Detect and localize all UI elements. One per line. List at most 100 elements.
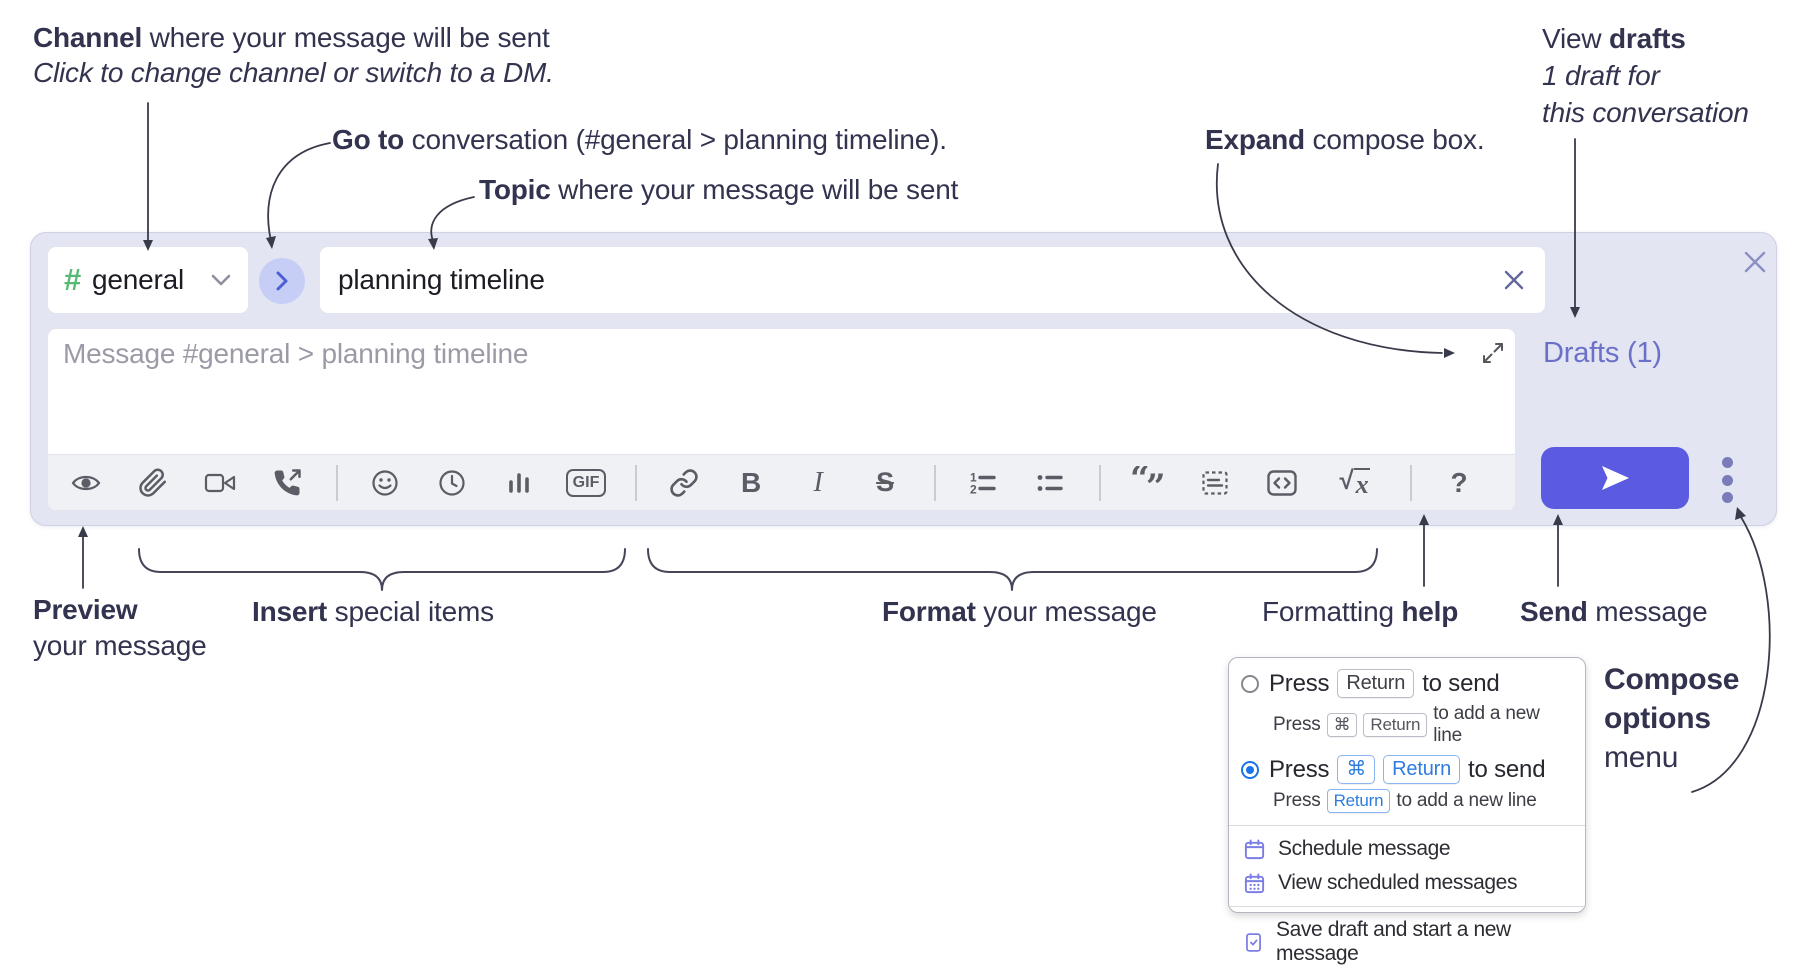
italic-label: I bbox=[813, 466, 823, 498]
toolbar-divider bbox=[635, 464, 637, 501]
drafts-link[interactable]: Drafts (1) bbox=[1543, 337, 1662, 369]
help-annotation: Formatting help bbox=[1262, 594, 1458, 630]
send-annotation-rest: message bbox=[1587, 596, 1708, 627]
expand-compose-icon[interactable] bbox=[1481, 341, 1505, 365]
option-subtext: Press bbox=[1273, 714, 1321, 735]
compose-options-line3: menu bbox=[1604, 741, 1679, 774]
drafts-annotation: View drafts 1 draft for this conversatio… bbox=[1542, 20, 1749, 131]
insert-annotation-bold: Insert bbox=[252, 596, 328, 627]
drafts-annotation-pre: View bbox=[1542, 23, 1609, 54]
topic-input-value: planning timeline bbox=[338, 264, 545, 295]
channel-annotation-bold: Channel bbox=[33, 22, 143, 53]
topic-input[interactable]: planning timeline bbox=[319, 246, 1546, 314]
menu-item-label: View scheduled messages bbox=[1278, 871, 1518, 894]
drafts-annotation-line3: this conversation bbox=[1542, 97, 1749, 128]
channel-selector[interactable]: # general bbox=[47, 246, 249, 314]
topic-annotation-rest: where your message will be sent bbox=[550, 174, 959, 205]
menu-item-schedule-message[interactable]: Schedule message bbox=[1229, 832, 1585, 866]
emoji-icon[interactable] bbox=[365, 463, 405, 503]
video-call-icon[interactable] bbox=[200, 463, 240, 503]
gif-icon[interactable]: GIF bbox=[565, 463, 607, 503]
radio-selected-icon[interactable] bbox=[1241, 760, 1259, 779]
expand-annotation-bold: Expand bbox=[1205, 124, 1305, 155]
spoiler-icon[interactable] bbox=[1195, 463, 1235, 503]
toolbar-divider bbox=[1410, 464, 1412, 501]
message-input[interactable]: Message #general > planning timeline bbox=[47, 328, 1516, 511]
message-placeholder: Message #general > planning timeline bbox=[63, 338, 529, 369]
hash-icon: # bbox=[64, 262, 82, 297]
expand-annotation-rest: compose box. bbox=[1304, 124, 1485, 155]
format-annotation-bold: Format bbox=[882, 596, 976, 627]
svg-text:2: 2 bbox=[970, 482, 977, 496]
return-keycap: Return bbox=[1337, 669, 1415, 698]
audio-call-icon[interactable] bbox=[267, 463, 307, 503]
goto-annotation: Go to conversation (#general > planning … bbox=[332, 122, 947, 157]
send-annotation: Send message bbox=[1520, 594, 1708, 630]
svg-text:”: ” bbox=[1146, 467, 1165, 500]
strikethrough-icon[interactable]: S bbox=[865, 463, 905, 503]
link-icon[interactable] bbox=[664, 463, 704, 503]
code-icon[interactable] bbox=[1262, 463, 1302, 503]
clear-topic-icon[interactable] bbox=[1501, 267, 1527, 293]
bulleted-list-icon[interactable] bbox=[1030, 463, 1070, 503]
send-annotation-bold: Send bbox=[1520, 596, 1588, 627]
help-annotation-pre: Formatting bbox=[1262, 596, 1402, 627]
topic-annotation: Topic where your message will be sent bbox=[479, 172, 958, 207]
option-text: Press bbox=[1269, 669, 1330, 697]
quote-icon[interactable]: “” bbox=[1128, 463, 1168, 503]
message-formatting-help-icon[interactable]: ? bbox=[1439, 463, 1479, 503]
menu-item-view-scheduled[interactable]: View scheduled messages bbox=[1229, 866, 1585, 900]
send-option-cmd-enter[interactable]: Press ⌘ Return to send bbox=[1229, 753, 1585, 786]
svg-text:“: “ bbox=[1130, 466, 1149, 499]
send-button[interactable] bbox=[1541, 447, 1689, 509]
channel-name: general bbox=[92, 264, 185, 295]
help-annotation-bold: help bbox=[1401, 596, 1459, 627]
italic-icon[interactable]: I bbox=[798, 463, 838, 503]
attach-file-icon[interactable] bbox=[133, 463, 173, 503]
math-icon[interactable]: √x bbox=[1329, 463, 1381, 503]
view-scheduled-icon bbox=[1244, 872, 1265, 893]
toolbar-divider bbox=[1099, 464, 1101, 501]
preview-annotation-line2: your message bbox=[33, 630, 207, 661]
preview-annotation-bold: Preview bbox=[33, 594, 138, 625]
send-option-enter-subtext: Press ⌘ Return to add a new line bbox=[1229, 700, 1585, 753]
send-option-enter[interactable]: Press Return to send bbox=[1229, 667, 1585, 700]
poll-icon[interactable] bbox=[499, 463, 539, 503]
schedule-time-icon[interactable] bbox=[432, 463, 472, 503]
send-icon bbox=[1602, 466, 1629, 490]
go-to-conversation-button[interactable] bbox=[259, 258, 305, 304]
preview-icon[interactable] bbox=[66, 463, 106, 503]
bold-icon[interactable]: B bbox=[731, 463, 771, 503]
goto-annotation-bold: Go to bbox=[332, 124, 405, 155]
channel-annotation-rest: where your message will be sent bbox=[142, 22, 550, 53]
option-text: Press bbox=[1269, 755, 1330, 783]
toolbar-divider bbox=[336, 464, 338, 501]
menu-item-label: Save draft and start a new message bbox=[1276, 918, 1511, 965]
close-compose-icon[interactable] bbox=[1740, 247, 1770, 277]
option-subtext: to add a new line bbox=[1396, 790, 1537, 811]
compose-options-line1: Compose bbox=[1604, 663, 1740, 696]
format-annotation-rest: your message bbox=[975, 596, 1157, 627]
menu-divider bbox=[1229, 825, 1585, 826]
gif-label: GIF bbox=[565, 468, 607, 497]
option-subtext: to add a new line bbox=[1433, 703, 1540, 746]
expand-annotation: Expand compose box. bbox=[1205, 122, 1485, 157]
insert-brace bbox=[138, 548, 626, 591]
option-text: to send bbox=[1422, 669, 1500, 697]
bold-label: B bbox=[740, 466, 762, 498]
compose-options-kebab-icon[interactable] bbox=[1707, 457, 1747, 503]
save-draft-icon bbox=[1246, 932, 1261, 952]
toolbar-divider bbox=[934, 464, 936, 501]
menu-item-label: Schedule message bbox=[1278, 837, 1451, 860]
drafts-annotation-bold: drafts bbox=[1608, 23, 1686, 54]
radio-unselected-icon[interactable] bbox=[1241, 674, 1259, 693]
option-subtext: Press bbox=[1273, 790, 1321, 811]
chevron-down-icon bbox=[211, 274, 231, 286]
menu-item-save-draft[interactable]: Save draft and start a new message bbox=[1229, 913, 1585, 971]
insert-annotation: Insert special items bbox=[252, 594, 494, 630]
math-sqrt: √x bbox=[1339, 465, 1371, 499]
return-keycap: Return bbox=[1383, 755, 1461, 784]
help-label: ? bbox=[1450, 466, 1468, 498]
option-text: to send bbox=[1468, 755, 1546, 783]
